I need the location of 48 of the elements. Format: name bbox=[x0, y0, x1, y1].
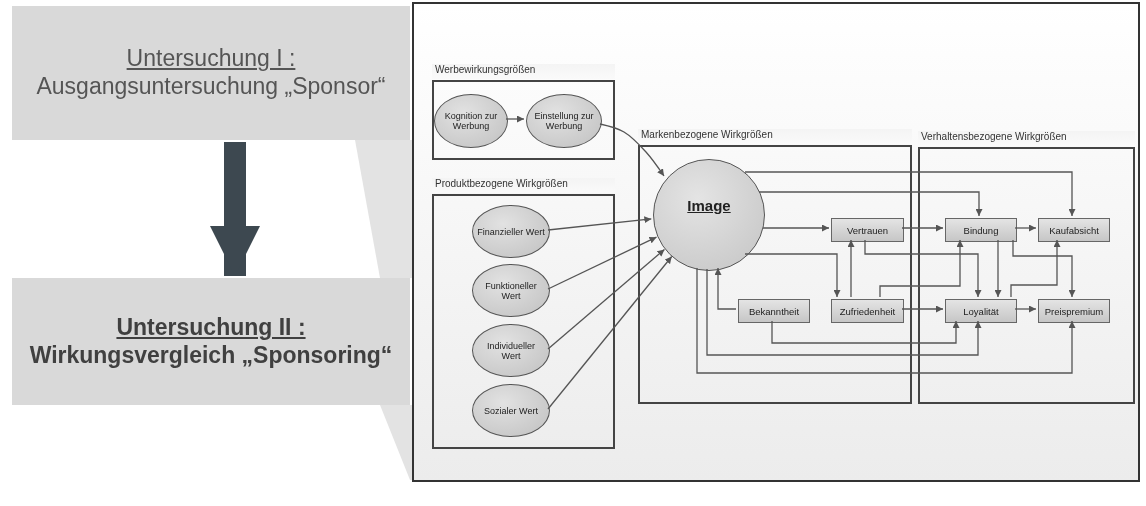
arrow bbox=[771, 320, 960, 344]
ellipse-node: Finanzieller Wert bbox=[472, 205, 550, 258]
ellipse-node: Individueller Wert bbox=[472, 324, 550, 377]
circle-node: Image bbox=[653, 159, 765, 271]
process-box: Loyalität bbox=[945, 299, 1017, 323]
process-box: Vertrauen bbox=[831, 218, 904, 242]
arrow bbox=[696, 267, 1076, 374]
study-title: Wirkungsvergleich „Sponsoring“ bbox=[29, 341, 393, 370]
arrow bbox=[1010, 239, 1061, 298]
arrow bbox=[864, 239, 982, 298]
arrow bbox=[901, 224, 944, 232]
arrow bbox=[901, 305, 944, 313]
process-box: Bekanntheit bbox=[738, 299, 810, 323]
process-box: Bindung bbox=[945, 218, 1017, 242]
arrow bbox=[847, 239, 855, 298]
ellipse-node: Funktioneller Wert bbox=[472, 264, 550, 317]
arrow bbox=[762, 224, 830, 232]
arrow bbox=[599, 123, 665, 177]
diagram-frame bbox=[412, 2, 1140, 482]
arrow bbox=[1014, 305, 1037, 313]
arrow bbox=[505, 115, 525, 123]
arrow bbox=[547, 236, 658, 290]
arrow bbox=[879, 239, 964, 298]
arrow bbox=[1014, 224, 1037, 232]
study-band bbox=[12, 278, 410, 405]
ellipse-node: Kognition zur Werbung bbox=[434, 94, 508, 148]
study-title: Ausgangsuntersuchung „Sponsor“ bbox=[36, 73, 386, 101]
process-box: Preispremium bbox=[1038, 299, 1110, 323]
process-box: Kaufabsicht bbox=[1038, 218, 1110, 242]
study-heading: Untersuchung I : bbox=[126, 45, 296, 73]
thick-arrow bbox=[210, 142, 260, 276]
study-box bbox=[12, 6, 410, 140]
group-panel bbox=[432, 64, 615, 160]
ellipse-node: Sozialer Wert bbox=[472, 384, 550, 437]
arrow bbox=[758, 191, 983, 217]
arrow bbox=[547, 255, 673, 410]
arrow bbox=[744, 253, 841, 298]
arrow bbox=[547, 216, 652, 231]
arrow bbox=[1012, 239, 1076, 298]
arrow bbox=[744, 171, 1076, 217]
arrow bbox=[547, 248, 666, 350]
arrow bbox=[994, 239, 1002, 298]
arrow bbox=[714, 267, 737, 310]
arrow bbox=[706, 268, 982, 356]
group-heading: Werbewirkungsgrößen bbox=[432, 64, 615, 79]
process-box: Zufriedenheit bbox=[831, 299, 904, 323]
study-heading: Untersuchung II : bbox=[116, 313, 306, 342]
ellipse-node: Einstellung zur Werbung bbox=[526, 94, 602, 148]
